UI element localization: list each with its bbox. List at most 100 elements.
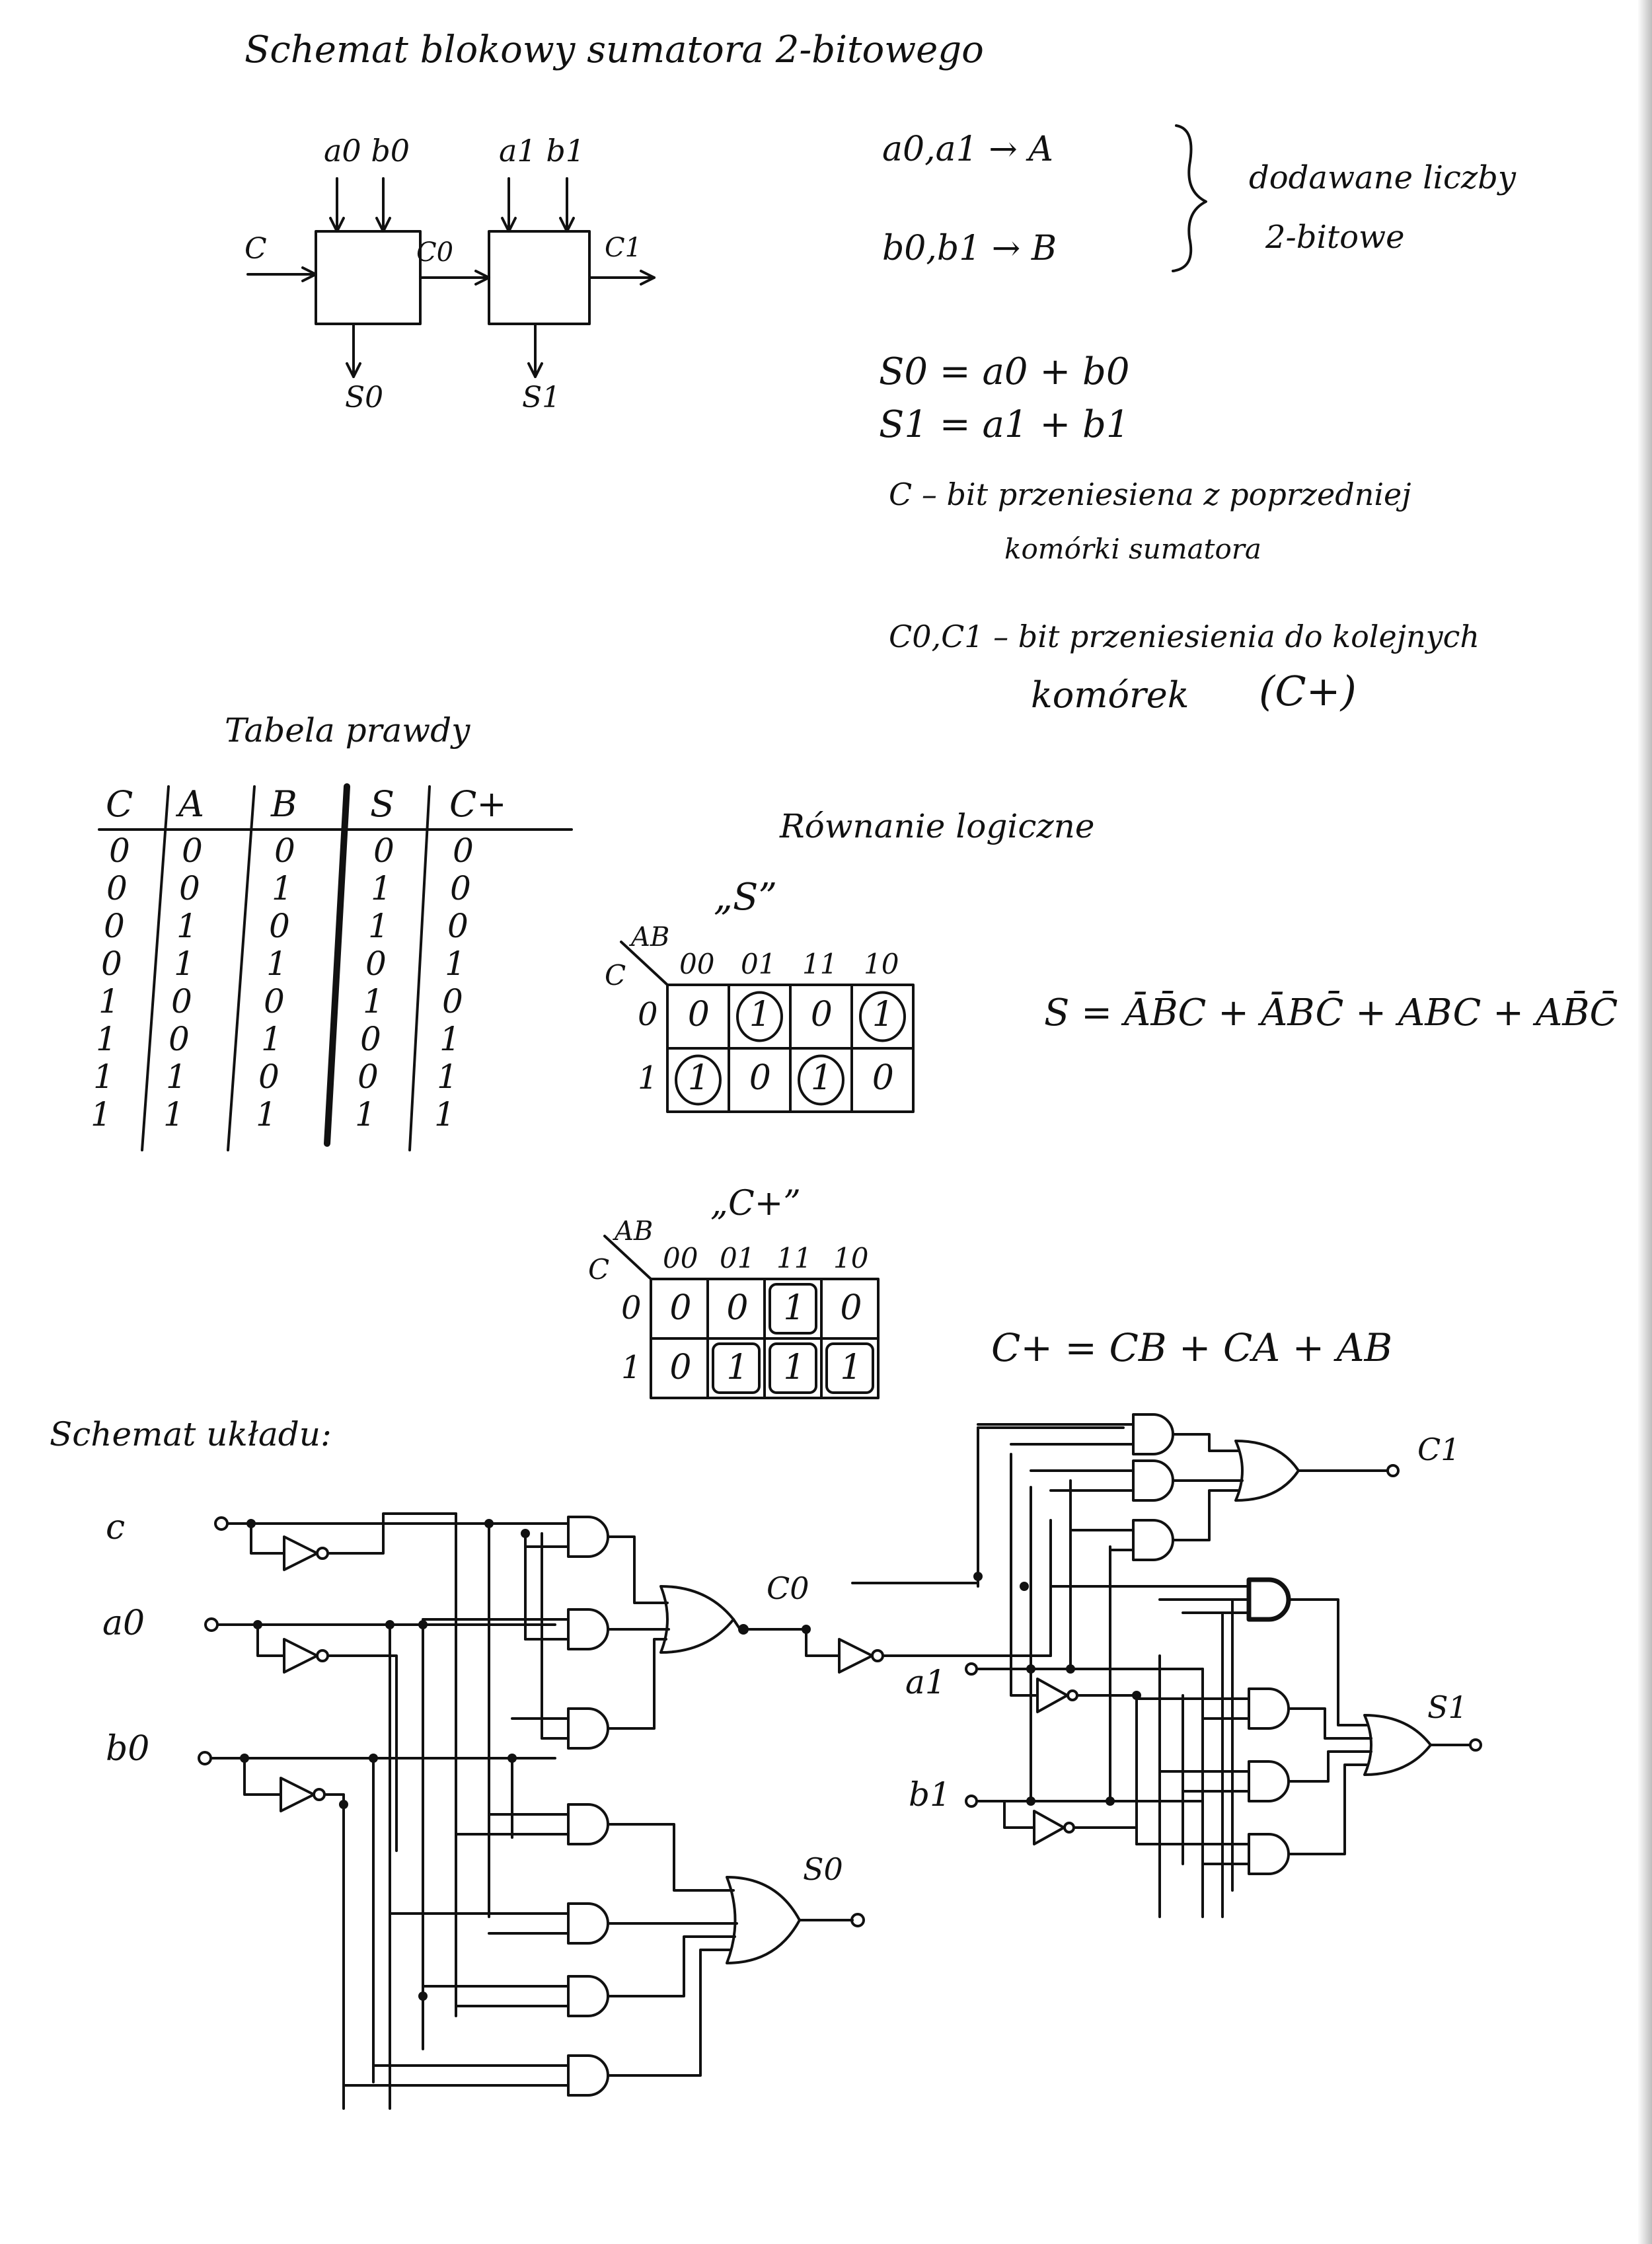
truth-table-cell: 1 (363, 982, 384, 1021)
kmap-cell: 0 (669, 1348, 692, 1387)
truth-table-cell: 0 (182, 832, 203, 870)
c01-definition-2: komórek (1031, 674, 1189, 716)
kmap-column-header: 01 (720, 1242, 755, 1274)
carry-out-label: C1 (605, 233, 642, 263)
inverter-c (283, 1535, 319, 1571)
kmap-group-loop (675, 1054, 722, 1106)
and-gate-c1-1 (1132, 1413, 1174, 1455)
page-title: Schemat blokowy sumatora 2-bitowego (244, 28, 984, 71)
kmap-cell: 1 (749, 995, 771, 1035)
kmap-corner-ab: AB (615, 1216, 654, 1247)
kmap-row-header: 0 (621, 1289, 642, 1327)
truth-table-header: A (178, 783, 204, 825)
block1-inputs-label: a1 b1 (499, 133, 585, 169)
kmap-column-header: 00 (679, 948, 715, 980)
output-pin-c1 (1386, 1464, 1400, 1477)
kmap-cell: 0 (726, 1288, 749, 1328)
c-definition-2: komórki sumatora (1004, 533, 1261, 565)
truth-table-cell: 1 (439, 1020, 461, 1058)
truth-table-cell: 0 (450, 869, 471, 908)
kmap-cell: 1 (872, 995, 894, 1035)
and-gate-s0-3 (567, 1975, 609, 2017)
sum0-label: S0 (345, 381, 384, 414)
truth-table-header: C (106, 783, 133, 825)
kmap-corner-diagonal (603, 1235, 652, 1280)
input-pin-c (214, 1516, 229, 1531)
inverter-a1 (1036, 1678, 1069, 1713)
kmap-c-label: „C+” (710, 1184, 801, 1223)
output-c1-label: C1 (1417, 1432, 1460, 1467)
kmap-group-loop (712, 1342, 761, 1394)
kmap-cell: 1 (783, 1348, 806, 1387)
truth-table-cell: 0 (264, 982, 285, 1021)
kmap-corner-diagonal (620, 941, 669, 986)
kmap-corner-ab: AB (631, 922, 670, 952)
output-s0-label: S0 (803, 1851, 843, 1887)
block0-inputs-label: a0 b0 (324, 133, 410, 169)
truth-table-cell: 1 (174, 945, 195, 983)
kmap-cell: 1 (783, 1288, 806, 1328)
and-gate-s0-1 (567, 1803, 609, 1845)
truth-table-cell: 1 (261, 1020, 282, 1058)
and-gate-c1-2 (1132, 1459, 1174, 1502)
kmap-row-header: 1 (621, 1348, 642, 1386)
and-gate-s1-3 (1248, 1760, 1290, 1802)
kmap-column-header: 10 (833, 1242, 869, 1274)
truth-table-cell: 1 (163, 1095, 184, 1134)
kmap-cell: 1 (687, 1058, 710, 1099)
truth-table-cell: 1 (445, 945, 466, 983)
truth-table-cell: 1 (96, 1020, 117, 1058)
input-pin-b0 (198, 1751, 212, 1765)
truth-table-cell: 0 (373, 832, 394, 870)
equation-s: S = ĀB̄C + ĀBC̄ + ABC + AB̄C̄ (1044, 991, 1618, 1034)
kmap-cell: 0 (687, 995, 710, 1035)
inverter-b0 (280, 1777, 315, 1812)
truth-table-cell: 1 (434, 1095, 455, 1134)
output-pin-s0 (850, 1913, 865, 1927)
and-gate-s0-4 (567, 2054, 609, 2097)
kmap-cell: 1 (726, 1348, 749, 1387)
truth-table-cell: 0 (101, 945, 122, 983)
carry-c0-label: C0 (767, 1570, 809, 1606)
c01-definition-3: (C+) (1259, 667, 1357, 715)
or-gate-s0 (726, 1876, 801, 1964)
truth-table-header: C+ (449, 783, 507, 825)
brace-label-1: dodawane liczby (1249, 159, 1516, 196)
kmap-group-loop (798, 1054, 845, 1106)
inverter-a0 (283, 1638, 319, 1674)
kmap-group-loop (769, 1342, 817, 1394)
truth-table-cell: 1 (91, 1095, 112, 1134)
and-gate-c0-3 (567, 1707, 609, 1750)
note-a-mapping: a0,a1 → A (882, 130, 1053, 169)
inverter-c0 (838, 1638, 874, 1674)
truth-table-cell: 0 (357, 1058, 379, 1096)
truth-table-cell: 0 (365, 945, 387, 983)
truth-table-cell: 0 (269, 907, 290, 945)
truth-table-cell: 0 (179, 869, 200, 908)
truth-table-header: S (370, 783, 394, 825)
kmap-cell: 1 (840, 1348, 862, 1387)
kmap-cell: 0 (669, 1288, 692, 1328)
kmap-column-header: 11 (776, 1242, 812, 1274)
truth-table-cell: 0 (109, 832, 130, 870)
and-gate-s1-4 (1248, 1833, 1290, 1875)
equation-c: C+ = CB + CA + AB (991, 1325, 1393, 1370)
equations-title: Równanie logiczne (780, 807, 1095, 845)
truth-table-cell: 0 (274, 832, 295, 870)
truth-table-caption: Tabela prawdy (225, 711, 470, 750)
truth-table-cell: 1 (272, 869, 293, 908)
circuit-caption: Schemat układu: (50, 1415, 332, 1453)
and-gate-c0-2 (567, 1608, 609, 1650)
truth-table-cell: 1 (368, 907, 389, 945)
truth-table-cell: 0 (104, 907, 125, 945)
kmap-column-header: 01 (741, 948, 776, 980)
kmap-corner-c: C (588, 1253, 610, 1286)
input-pin-a1 (965, 1662, 978, 1676)
input-pin-a0 (204, 1617, 219, 1632)
kmap-corner-c: C (605, 959, 626, 991)
or-gate-c0 (659, 1585, 735, 1654)
